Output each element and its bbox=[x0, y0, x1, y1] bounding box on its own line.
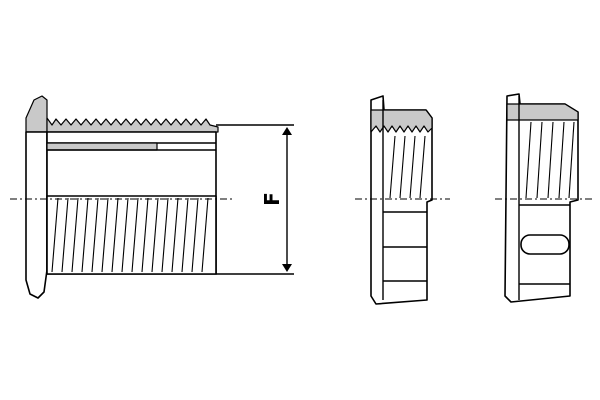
flange bbox=[25, 95, 48, 133]
lower-thread-lines bbox=[51, 197, 209, 273]
cap-top-band bbox=[506, 103, 579, 121]
nut-thread-lines bbox=[389, 135, 426, 199]
cap-thread-lines bbox=[525, 121, 575, 199]
upper-thread-teeth bbox=[46, 117, 219, 133]
flange-lower bbox=[25, 131, 48, 299]
cap-side-view bbox=[495, 93, 592, 303]
dimension-f: F bbox=[216, 124, 294, 275]
nut-side-view bbox=[355, 95, 450, 305]
dimension-label: F bbox=[260, 192, 284, 206]
nut-thread-band bbox=[370, 109, 433, 133]
cap-slot bbox=[520, 234, 570, 255]
inner-slot bbox=[46, 142, 158, 151]
side-view-threaded-body bbox=[10, 95, 232, 299]
